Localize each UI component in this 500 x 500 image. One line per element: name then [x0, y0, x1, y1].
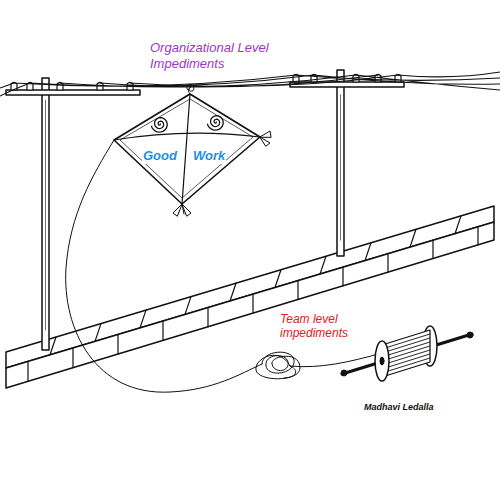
- kite-word: Work: [192, 148, 226, 164]
- reel-knob: [341, 370, 347, 376]
- kite-sail: [114, 94, 260, 204]
- team-impediments-label: Team level impediments: [280, 312, 354, 341]
- curb-front: [6, 222, 494, 388]
- org-impediments-label: Organizational Level Impediments: [150, 40, 284, 71]
- curb-joints: [28, 216, 478, 381]
- kite-snag: [187, 84, 194, 94]
- kite-spiral: [207, 116, 223, 130]
- reel-hub: [380, 357, 384, 365]
- reel-flange: [375, 341, 389, 381]
- string-tangle: [256, 352, 300, 379]
- power-wires: [0, 72, 500, 96]
- left-pole-grain: [45, 100, 46, 330]
- scene-group: [0, 70, 500, 392]
- left-crossbar: [6, 90, 140, 95]
- right-pole-grain: [340, 95, 341, 240]
- right-pole: [337, 70, 344, 256]
- left-pole: [42, 78, 49, 350]
- kite-bow-stick: [114, 133, 260, 140]
- kite-outline: [112, 92, 262, 208]
- reel-knob: [467, 332, 473, 338]
- kite-word: Good: [142, 148, 178, 164]
- author-signature: Madhavi Ledalla: [364, 402, 434, 413]
- kite-spiral: [151, 118, 167, 132]
- kite-node: Good Work: [112, 92, 262, 208]
- kite-spine: [182, 94, 190, 204]
